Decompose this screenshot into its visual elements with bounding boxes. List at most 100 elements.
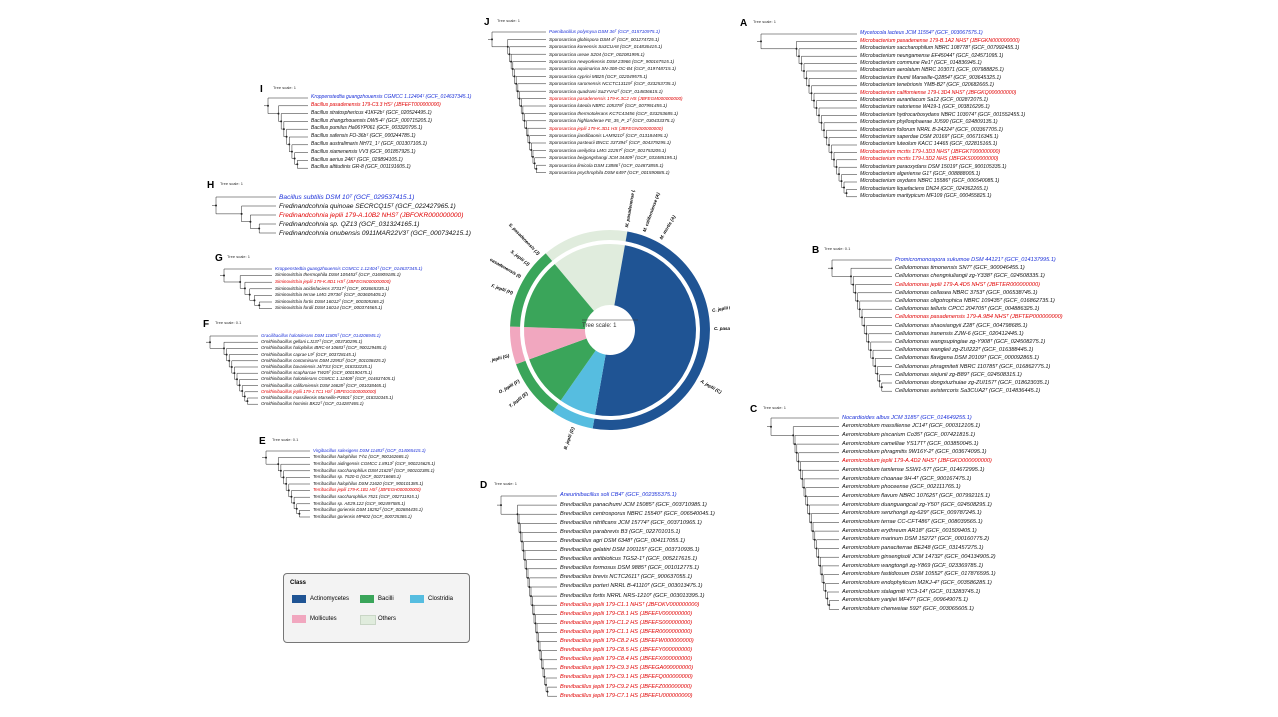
tree-leaf-b: Cellulomonas phragmiteti NBRC 110785ᵀ (G… [895,363,1051,370]
tree-leaf-f: Ornithinibacillus gellani LJ137ᵀ (GCF_00… [261,339,363,345]
tree-leaf-c: Aeromicrobium piscarium Co35ᵀ (GCF_00742… [842,432,976,439]
tree-leaf-j: Sporosarcina newyorkensis DSM 23966 (GCF… [549,58,675,64]
tree-scale-j: Tree scale: 1 [497,18,520,23]
legend-swatch-actinomycetes [292,595,306,603]
node-dot [801,477,804,480]
tree-leaf-c: Aeromicrobium duanguangcaii zg-Y50ᵀ (GCF… [842,501,992,508]
node-dot [243,395,246,398]
tree-leaf-f: Ornithinibacillus halophilus IBRC-M 1068… [261,345,387,351]
node-dot [831,267,833,270]
panel-label-a: A [740,18,748,29]
tree-leaf-c: Aeromicrobium fastidiosum DSM 10552ᵀ (GC… [842,571,996,578]
center-clade-label: A. jeplii (C) [699,378,723,395]
tree-leaf-f: Ornithinibacillus halotolerans CGMCC 1.1… [261,376,396,382]
tree-leaf-h: Fredinandcohnia sp. QZ13 (GCF_031324165.… [279,220,420,228]
legend-title: Class [290,580,307,586]
tree-leaf-a: Microbacterium mcrtis 179-I.3D2 NHS (JBF… [860,156,999,163]
tree-leaf-a: Microbacterium natoriense W419-1 (GCF_00… [860,104,990,111]
circular-tree-svg: M. pasadenense (A)M. californiense (A)M.… [484,185,758,450]
tree-leaf-a: Microbacterium tenebrionis YMB-B2ᵀ (GCF_… [860,82,995,89]
tree-leaf-a: Microbacterium oxydans NBRC 15586ᵀ (GCF_… [860,178,1000,185]
tree-leaf-i: Bacillus aerius 24Kᵀ (GCF_029894105.1) [311,156,403,163]
tree-leaf-d: Brevibacillus panacihumi JCM 15085ᵀ (GCF… [560,501,707,508]
tree-leaf-d: Brevibacillus formosus DSM 9885ᵀ (GCF_00… [560,565,700,572]
tree-leaf-c: Aeromicrobium tamlense SSW1-57ᵀ (GCF_014… [842,466,985,473]
tree-leaf-e: Terribacillus goriensis MP602 (GCF_00072… [313,513,412,519]
node-dot [865,332,868,335]
panel-label-j: J [484,17,490,28]
tree-branches-e [262,450,310,518]
panel-label-i: I [260,84,263,95]
tree-leaf-c: Aeromicrobium camelliae YS17Tᵀ (GCF_0038… [842,440,979,447]
tree-scale-i: Tree scale: 1 [273,85,296,90]
center-clade-label: B. jeplii (D) [563,426,576,450]
tree-leaf-a: Microbacterium commune Re1ᵀ (GCF_0148369… [860,59,982,66]
tree-leaf-j: Sporosarcina cyprini MB25 (GCF_022049575… [549,73,648,79]
tree-leaf-a: Microbacterium mcrtis 179-I.3D3 NHSᵀ (JB… [860,148,1001,155]
tree-leaf-j: Sporosarcina jeplii 179-K.3D1 HS (JBFEGN… [549,125,663,131]
tree-scale-g: Tree scale: 1 [227,254,250,259]
tree-leaf-f: Gracilibacillus halotolerans DSM 11805ᵀ … [261,332,381,338]
tree-leaf-b: Cellulomonas wangsupingiae zg-Y908ᵀ (GCF… [895,338,1046,345]
tree-branches-b [828,259,892,392]
node-dot [506,45,509,48]
tree-leaf-b: Cellulomonas xiejunii zg-B89ᵀ (GCF_02450… [895,371,1022,378]
tree-leaf-d: Brevibacillus nitrificans JCM 15774ᵀ (GC… [560,519,702,526]
center-clade-label: S. jeplii (J) [510,249,531,267]
tree-leaf-d: Brevibacillus jeplii 179-C9.2 HS (JBFEFZ… [560,683,692,690]
center-clade-label: C. jeplii (B) [712,304,730,313]
tree-leaf-g: Siminovitchia terrae LMG 29736ᵀ (GCF_003… [275,292,386,298]
tree-leaf-g: Siminovitchia fordii DSM 16014 (GCF_0003… [275,305,383,311]
tree-leaf-h: Fredinandcohnia quinoae SECRCQ15ᵀ (GCF_0… [279,202,456,210]
tree-leaf-j: Sporosarcina ureae S204 (GCF_002081995.1… [549,51,645,57]
tree-leaf-i: Bacillus zhangzhouensis DW5-4ᵀ (GCF_0007… [311,117,432,124]
tree-leaf-b: Cellulomonas shaoxiangyii Z28ᵀ (GCF_0047… [895,322,1028,329]
node-dot [225,353,228,356]
node-dot [808,512,811,515]
tree-leaf-a: Microbacterium aurantiacum Sa12 (GCF_002… [860,96,989,103]
node-dot [854,291,857,294]
class-wedge [524,326,587,360]
tree-leaf-j: Sporosarcina limicola DSM 13886ᵀ (GCF_01… [549,162,664,168]
tree-leaf-c: Aeromicrobium ginsengisoli JCM 14732ᵀ (G… [842,553,996,560]
tree-leaf-h: Fredinandcohnia jeplii 179-A.10B2 NHSᵀ (… [279,211,464,219]
tree-scale-e: Tree scale: 0.1 [272,437,299,442]
tree-leaf-d: Brevibacillus brevis NCTC2611ᵀ (GCF_9006… [560,574,693,581]
tree-leaf-b: Cellulomonas oligotrophica NBRC 109435ᵀ … [895,297,1055,304]
tree-leaf-e: Terribacillus aidingensis CGMCC 1.8913ᵀ … [313,460,436,466]
tree-leaf-i: Bacillus pasadenensis 179-C3.3 HSᵀ (JBFE… [311,101,441,108]
tree-leaf-e: Terribacillus saccharophilus 7521 (GCF_0… [313,493,419,499]
legend-label-clostridia: Clostridia [428,596,454,602]
tree-leaf-c: Aeromicrobium wangtongii zg-Y869 (GCF_02… [842,562,984,569]
tree-branches-d [497,495,557,697]
class-ring-segment [545,230,628,262]
tree-leaf-j: Paenibacillus polymyxa DSM 36ᵀ (GCF_0157… [549,29,660,35]
tree-leaf-b: Promicromonospora sukumoe DSM 44121ᵀ (GC… [895,256,1056,263]
node-dot [770,425,772,428]
tree-scale-d: Tree scale: 1 [494,481,517,486]
tree-leaf-c: Aeromicrobium phoceense (GCF_002111765.1… [842,484,961,491]
tree-leaf-h: Fredinandcohnia onubensis 0911MAR22V3ᵀ (… [279,229,472,237]
node-dot [279,469,282,472]
tree-leaf-f: Ornithinibacillus californiensis DSM 166… [261,382,387,388]
tree-leaf-d: Brevibacillus jeplii 179-C9.3 HS (JBFEGA… [560,665,694,672]
tree-scale-h: Tree scale: 1 [220,181,243,186]
node-dot [515,82,518,85]
class-ring-segment [552,403,595,429]
panel-label-e: E [259,436,266,447]
tree-leaf-f: Ornithinibacillus contaminans DSM 22953ᵀ… [261,357,386,363]
tree-leaf-c: Aeromicrobium terrae CC-CFT486ᵀ (GCF_008… [842,519,983,526]
tree-leaf-a: Microbacterium saperdae DSM 20169ᵀ (GCF_… [860,133,999,140]
class-wedge [554,244,625,311]
tree-leaf-j: Sporosarcina pasadenensis 179-K.3C2 HS (… [549,95,683,101]
tree-leaf-e: Terribacillus jeplii 179-K.1B1 HSᵀ (JBFE… [313,487,421,493]
tree-leaf-j: Sporosarcina highlanderae FE_35_P_2ᵀ (GC… [549,118,675,124]
center-clade-label: M. californiense (A) [642,191,661,232]
tree-leaf-b: Cellulomonas wangleii zg-ZUI222ᵀ (GCF_01… [895,347,1034,354]
tree-leaf-f: Ornithinibacillus scapharcae TW25ᵀ (GCF_… [261,370,373,376]
tree-leaf-d: Brevibacillus jeplii 179-C7.1 HS (JBFEFU… [560,692,693,699]
tree-leaf-i: Bacillus stratosphericus 41KF2bᵀ (GCF_02… [311,109,432,116]
node-dot [282,128,285,131]
tree-leaf-c: Aeromicrobium panaciterrae BE248 (GCF_03… [842,545,984,552]
tree-leaf-c: Aeromicrobium choanae 9H-4ᵀ (GCF_9001674… [842,475,972,482]
